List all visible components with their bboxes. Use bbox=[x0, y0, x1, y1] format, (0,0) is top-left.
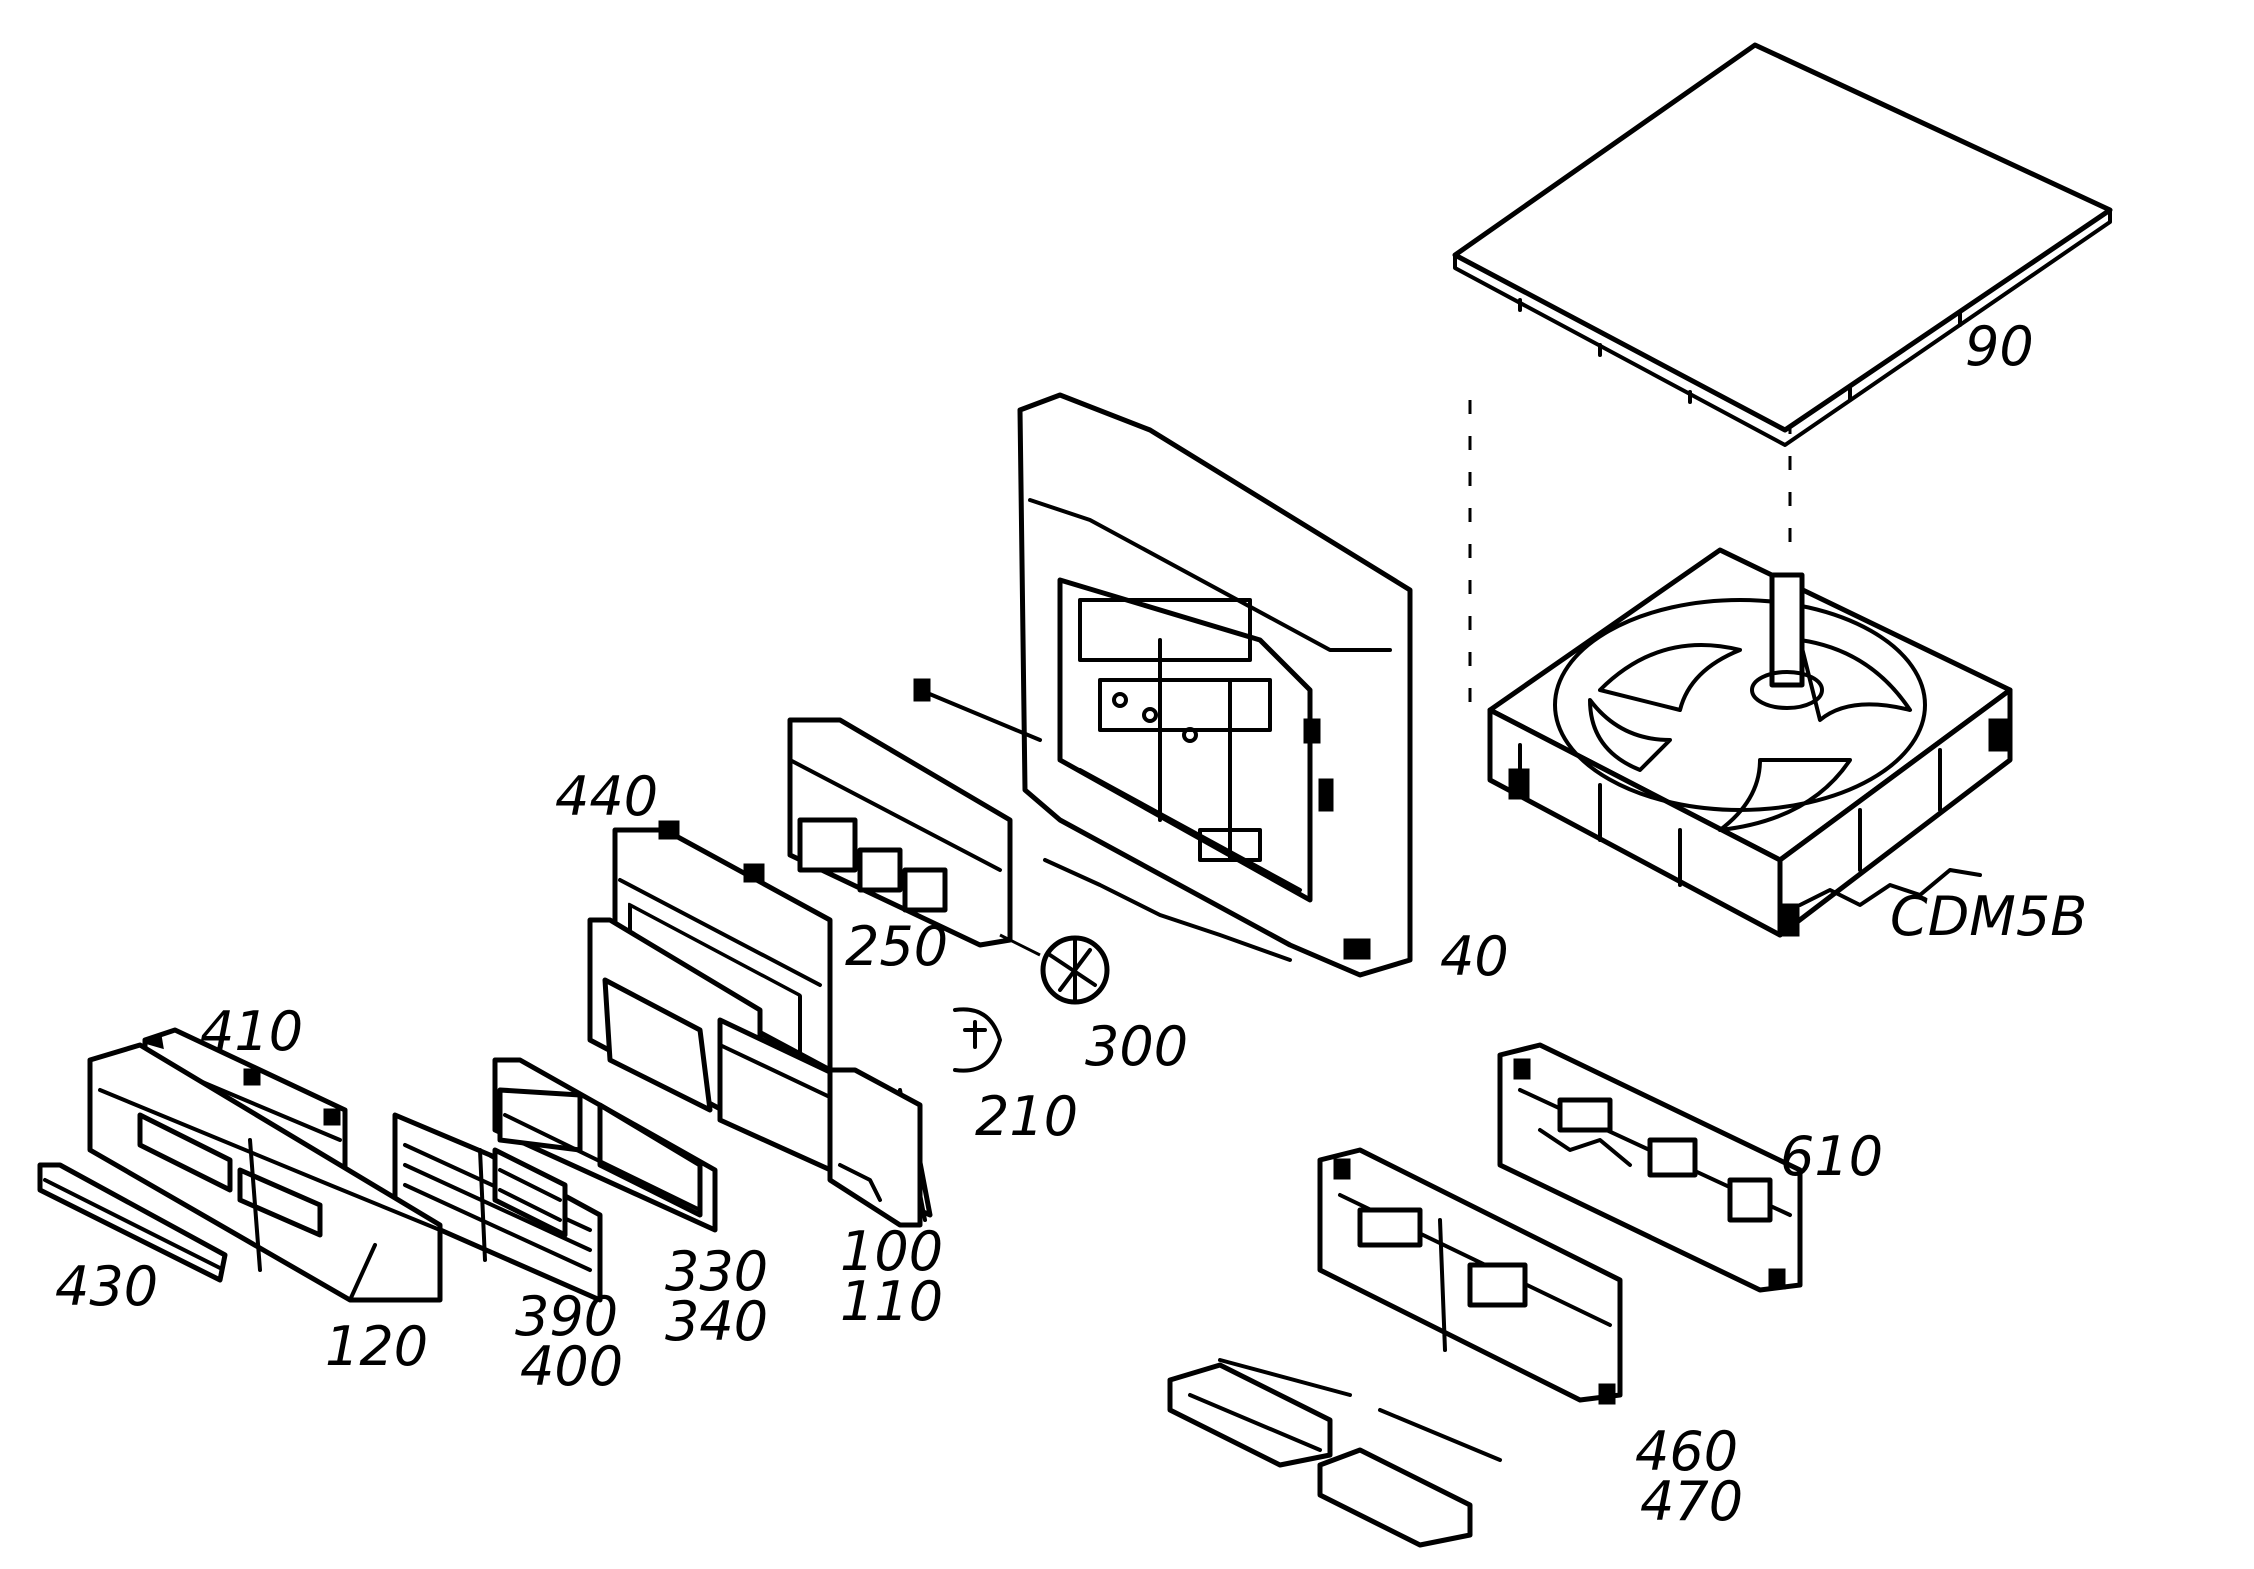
label-460: 460 bbox=[1635, 1420, 1738, 1483]
part-top-cover bbox=[1452, 42, 2113, 447]
label-430: 430 bbox=[55, 1255, 158, 1318]
label-400: 400 bbox=[520, 1335, 623, 1398]
part-main-pcb bbox=[1497, 1042, 1803, 1293]
label-390: 390 bbox=[515, 1285, 618, 1348]
label-90: 90 bbox=[1965, 315, 2034, 378]
label-100: 100 bbox=[840, 1220, 943, 1283]
label-120: 120 bbox=[325, 1315, 428, 1378]
label-250: 250 bbox=[845, 915, 948, 978]
label-610: 610 bbox=[1780, 1125, 1883, 1188]
part-small-knob bbox=[953, 1007, 1002, 1073]
part-lower-pcb bbox=[1317, 1147, 1623, 1405]
part-rear-board bbox=[787, 678, 1042, 948]
alignment-guides bbox=[1468, 210, 1792, 720]
label-470: 470 bbox=[1640, 1470, 1743, 1533]
part-main-chassis bbox=[1017, 392, 1413, 978]
part-round-component bbox=[999, 933, 1110, 1005]
part-cd-changer-mechanism bbox=[1487, 547, 2013, 938]
part-labels: 90 CDM5B 40 440 250 300 210 410 430 120 … bbox=[55, 315, 2087, 1533]
label-440: 440 bbox=[555, 765, 658, 828]
part-front-grille bbox=[392, 1112, 603, 1303]
label-330: 330 bbox=[665, 1240, 768, 1303]
label-300: 300 bbox=[1085, 1015, 1188, 1078]
label-110: 110 bbox=[840, 1270, 943, 1333]
label-410: 410 bbox=[200, 1000, 303, 1063]
part-front-panel bbox=[87, 1042, 443, 1303]
label-40: 40 bbox=[1440, 925, 1509, 988]
part-connectors bbox=[1167, 1358, 1502, 1548]
label-210: 210 bbox=[975, 1085, 1078, 1148]
label-cdm5b: CDM5B bbox=[1890, 885, 2087, 948]
label-340: 340 bbox=[665, 1290, 768, 1353]
part-bottom-strip bbox=[37, 1162, 228, 1283]
part-lower-trim bbox=[492, 1057, 718, 1233]
part-side-bracket bbox=[827, 1067, 923, 1228]
